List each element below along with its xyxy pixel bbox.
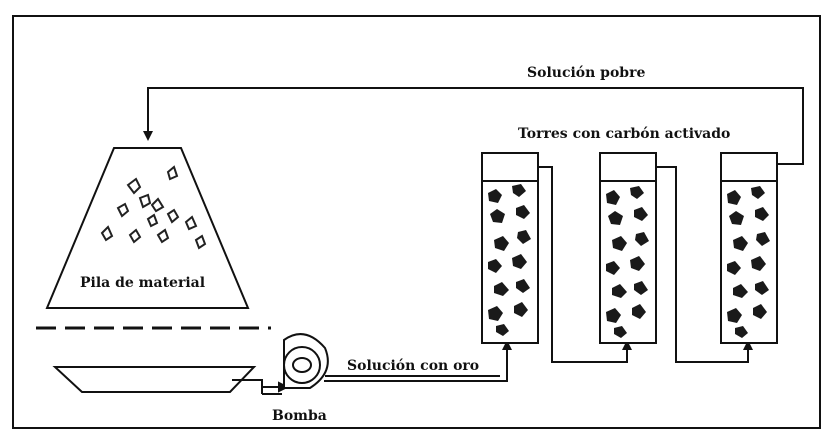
tower-3: [720, 152, 778, 344]
poor-solution-pipe: [143, 87, 804, 165]
rich-solution-pipe: [324, 340, 512, 382]
heap-rocks: [100, 165, 207, 250]
poor-solution-label: Solución pobre: [527, 65, 645, 81]
diagram-frame: [12, 15, 821, 429]
collection-tray: [52, 366, 257, 393]
rich-solution-label: Solución con oro: [347, 358, 479, 374]
tower-2: [599, 152, 657, 344]
material-heap: Pila de material: [45, 147, 250, 309]
tower-2-carbon: [606, 186, 649, 338]
towers-label: Torres con carbón activado: [518, 126, 730, 142]
tower-1: [481, 152, 539, 344]
pump-label: Bomba: [272, 408, 327, 424]
tower-3-carbon: [727, 186, 770, 338]
connector-1-2: [538, 166, 632, 363]
pump: Bomba: [272, 333, 329, 424]
connector-2-3: [656, 166, 753, 363]
heap-label: Pila de material: [80, 275, 205, 291]
tower-1-carbon: [488, 184, 531, 336]
